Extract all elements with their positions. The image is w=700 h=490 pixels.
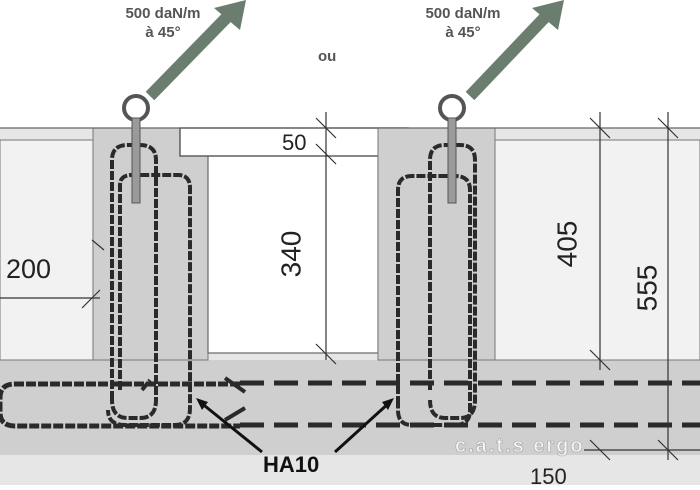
dimension-lines xyxy=(0,112,700,461)
top-cover-plate xyxy=(179,127,409,157)
load-label-right: 500 daN/m à 45° xyxy=(408,4,518,42)
right-rebar-cage xyxy=(396,143,477,427)
load-left-value: 500 daN/m xyxy=(125,5,201,22)
right-rib xyxy=(377,127,496,361)
dim-beam-depth: 405 xyxy=(551,220,583,268)
ha10-leaders xyxy=(199,400,392,454)
dim-top-thickness: 50 xyxy=(282,130,307,155)
bottom-bars xyxy=(0,376,700,429)
left-block xyxy=(0,139,94,361)
separator-ou: ou xyxy=(318,48,337,65)
watermark-text: c.a.t.s ergo xyxy=(455,435,585,457)
load-left-angle: à 45° xyxy=(145,24,181,41)
right-block xyxy=(494,139,700,361)
dim-void-height: 340 xyxy=(275,230,307,278)
load-right-value: 500 daN/m xyxy=(425,5,501,22)
dim-total-height: 555 xyxy=(631,264,663,312)
load-arrow-left xyxy=(145,0,246,101)
bottom-slab-band xyxy=(0,360,700,455)
dim-bottom: 150 xyxy=(530,464,567,489)
load-label-left: 500 daN/m à 45° xyxy=(108,4,218,42)
left-lifting-anchor xyxy=(122,94,150,204)
load-arrow-right xyxy=(465,0,564,101)
load-right-angle: à 45° xyxy=(445,24,481,41)
rebar-label: HA10 xyxy=(263,452,320,477)
right-lifting-anchor xyxy=(438,94,466,204)
dim-left-width: 200 xyxy=(6,254,52,284)
